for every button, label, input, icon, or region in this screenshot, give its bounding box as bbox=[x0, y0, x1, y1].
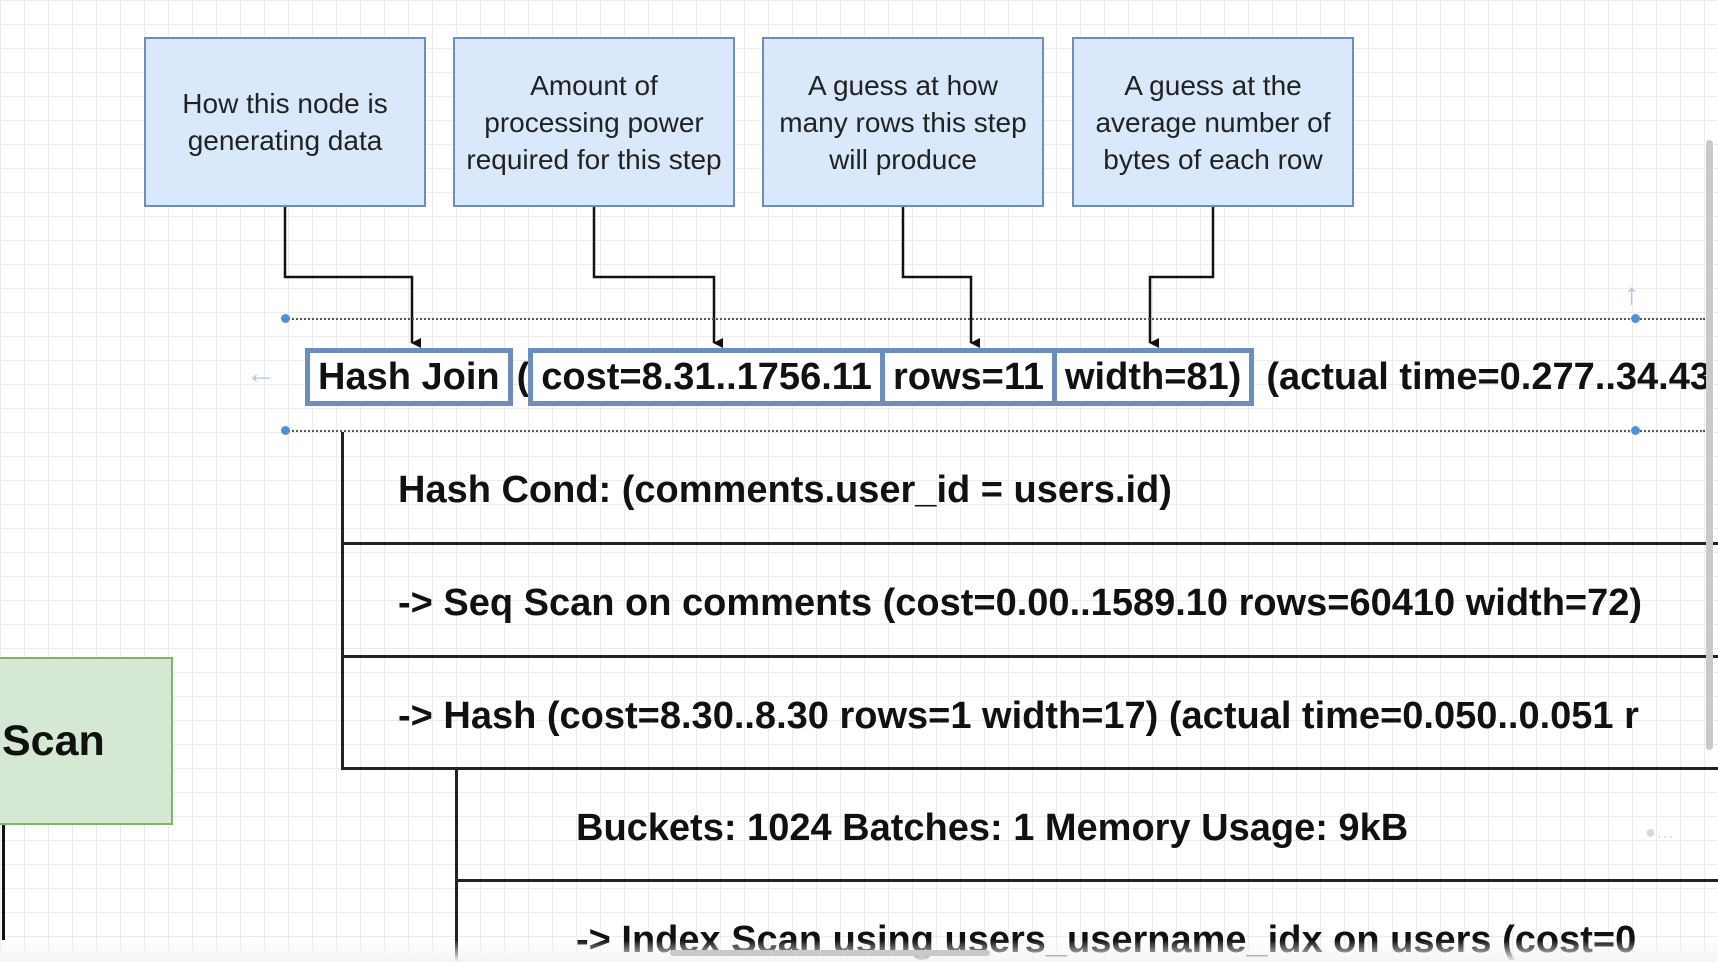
selection-bottom-edge bbox=[285, 430, 1705, 432]
up-arrow-icon[interactable]: ↑ bbox=[1624, 278, 1639, 311]
rows-highlight[interactable]: rows=11 bbox=[879, 348, 1057, 406]
selection-top-edge bbox=[285, 318, 1705, 320]
callout-rows[interactable]: A guess at how many rows this step will … bbox=[762, 37, 1044, 207]
hash-cond-row: Hash Cond: (comments.user_id = users.id) bbox=[398, 469, 1172, 511]
row-divider bbox=[455, 879, 1718, 882]
subtable-left-border bbox=[455, 769, 458, 962]
hash-row: -> Hash (cost=8.30..8.30 rows=1 width=17… bbox=[398, 695, 1639, 737]
width-highlight[interactable]: width=81) bbox=[1052, 348, 1255, 406]
scan-node-connector bbox=[2, 825, 5, 940]
watermark-logo-icon: ●… bbox=[1645, 822, 1674, 842]
callout-width[interactable]: A guess at the average number of bytes o… bbox=[1072, 37, 1354, 207]
selection-handle-bottom-right[interactable] bbox=[1631, 426, 1640, 435]
callout-node-type-text: How this node is generating data bbox=[182, 88, 388, 156]
callout-node-type[interactable]: How this node is generating data bbox=[144, 37, 426, 207]
selection-handle-top-right[interactable] bbox=[1631, 314, 1640, 323]
selection-handle-top-left[interactable] bbox=[281, 314, 290, 323]
table-left-border bbox=[341, 432, 344, 769]
seq-scan-row: -> Seq Scan on comments (cost=0.00..1589… bbox=[398, 582, 1643, 624]
callout-rows-text: A guess at how many rows this step will … bbox=[779, 69, 1027, 175]
row-divider bbox=[341, 542, 1718, 545]
row-divider bbox=[341, 655, 1718, 658]
selection-handle-bottom-left[interactable] bbox=[281, 426, 290, 435]
connector-cost[interactable] bbox=[592, 207, 723, 348]
scan-node-label: Scan bbox=[2, 716, 105, 765]
buckets-row: Buckets: 1024 Batches: 1 Memory Usage: 9… bbox=[576, 807, 1409, 849]
left-arrow-icon[interactable]: ← bbox=[246, 357, 276, 390]
connector-width[interactable] bbox=[1148, 207, 1215, 348]
row-divider bbox=[341, 767, 1718, 770]
hash-join-row[interactable]: Hash Join ( cost=8.31..1756.11 rows=11 w… bbox=[285, 322, 1718, 432]
horizontal-scrollbar[interactable] bbox=[670, 950, 990, 956]
paren-open: ( bbox=[516, 355, 530, 398]
callout-cost-text: Amount of processing power required for … bbox=[466, 69, 722, 175]
vertical-scrollbar[interactable] bbox=[1706, 140, 1713, 750]
cost-highlight[interactable]: cost=8.31..1756.11 bbox=[528, 348, 885, 406]
connector-rows[interactable] bbox=[901, 207, 980, 348]
actual-time-text: (actual time=0.277..34.43 bbox=[1266, 355, 1711, 398]
connector-node-type[interactable] bbox=[283, 207, 421, 348]
node-type-highlight[interactable]: Hash Join bbox=[305, 348, 513, 406]
scan-node[interactable]: Scan bbox=[0, 657, 173, 825]
callout-cost[interactable]: Amount of processing power required for … bbox=[453, 37, 735, 207]
callout-width-text: A guess at the average number of bytes o… bbox=[1095, 69, 1331, 175]
